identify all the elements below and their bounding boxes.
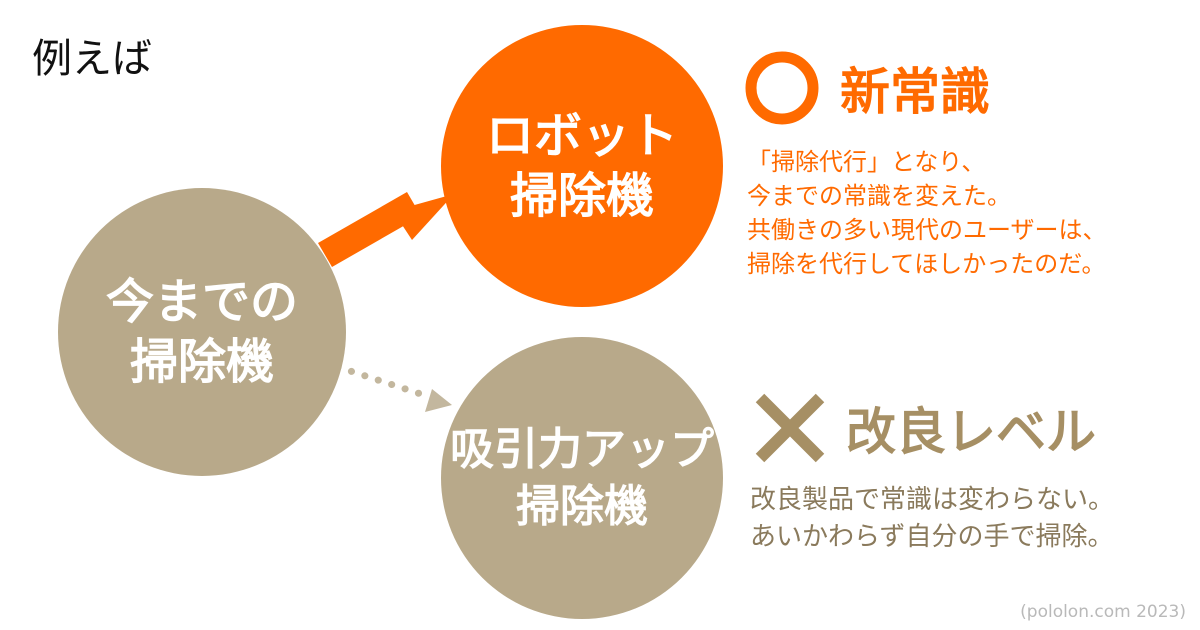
description-line: あいかわらず自分の手で掃除。 [750, 521, 1114, 552]
node-label-line: 掃除機 [509, 168, 654, 224]
node-label-line: 吸引力アップ [450, 423, 714, 475]
improvement-level-label: 改良レベル [846, 403, 1096, 461]
new-common-sense-heading: 新常識 [742, 48, 990, 128]
node-label-line: 今までの [105, 274, 298, 330]
node-label-line: ロボット [485, 108, 678, 164]
current-vacuum-node: 今までの 掃除機 [58, 188, 346, 476]
cross-mark-icon [755, 393, 825, 463]
circle-mark-icon [745, 51, 819, 125]
description-line: 共働きの多い現代のユーザーは、 [747, 216, 1107, 245]
robot-vacuum-node: ロボット 掃除機 [441, 25, 723, 307]
page-title: 例えば [32, 36, 152, 82]
node-label-line: 掃除機 [129, 334, 274, 390]
description-line: 今までの常識を変えた。 [747, 182, 1011, 211]
dotted-arrow-line [334, 363, 434, 401]
suction-vacuum-node: 吸引力アップ 掃除機 [441, 337, 723, 619]
new-common-sense-description: 「掃除代行」となり、 今までの常識を変えた。 共働きの多い現代のユーザーは、 掃… [747, 145, 1107, 281]
improvement-level-heading: 改良レベル [752, 390, 1096, 466]
improvement-level-description: 改良製品で常識は変わらない。 あいかわらず自分の手で掃除。 [750, 482, 1114, 556]
description-line: 掃除を代行してほしかったのだ。 [747, 250, 1106, 279]
solid-arrow-head [393, 194, 454, 240]
source-credit: (pololon.com 2023) [1020, 602, 1186, 622]
node-label-line: 掃除機 [516, 481, 648, 532]
new-common-sense-label: 新常識 [840, 63, 990, 121]
description-line: 改良製品で常識は変わらない。 [750, 485, 1115, 515]
description-line: 「掃除代行」となり、 [747, 148, 986, 176]
dotted-arrow-head [425, 389, 452, 412]
solid-arrow [318, 192, 454, 267]
dotted-arrow [334, 363, 452, 412]
